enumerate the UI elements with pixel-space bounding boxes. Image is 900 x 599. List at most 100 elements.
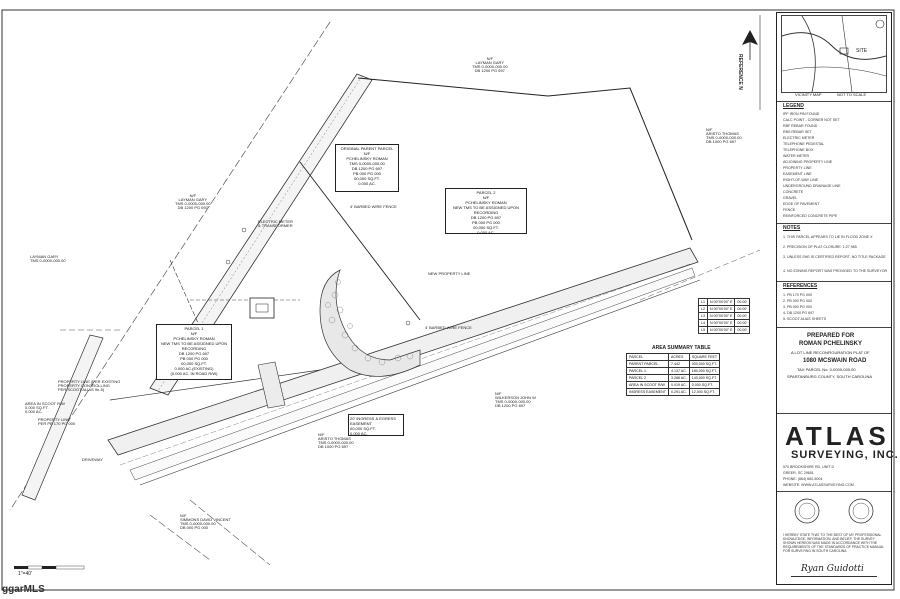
- area-summary-table: PARCEL ACRES SQUARE FEET PARENT PARCEL 7…: [626, 353, 721, 396]
- legend-item: GRAVEL: [783, 196, 798, 200]
- table-cell: N 00°00'00" E: [706, 326, 736, 334]
- adjoiner-layman-gary-mid: N/F LAYMAN GARY TMS 0-0000-000.00 DB 120…: [175, 193, 211, 210]
- table-header: SQUARE FEET: [688, 353, 721, 361]
- table-cell: 3.286 AC.: [667, 374, 690, 382]
- parcel-2-box: PARCEL 2 N/F PCHELINSKY ROMAN NEW TMS TO…: [445, 188, 527, 235]
- table-cell: 12,000 SQ.FT.: [688, 388, 721, 396]
- company-city: GREER, SC 29651: [783, 471, 814, 475]
- table-cell: N 00°00'00" E: [706, 305, 736, 313]
- legend-item: TELEPHONE PEDESTAL: [783, 142, 825, 146]
- driveway-label: DRIVEWAY: [82, 457, 103, 462]
- reference-item: 5. SCOOT ALIAS SHEETS: [783, 317, 827, 321]
- surveyor-signature: Ryan Guidotti: [801, 564, 864, 574]
- table-cell: N 00°00'00" E: [706, 319, 736, 327]
- vicinity-map-title: VICINITY MAP: [795, 92, 822, 97]
- notes-title: NOTES: [783, 225, 801, 231]
- table-cell: 4.137 AC.: [667, 367, 690, 375]
- note-item: 3. UNLESS SHE IS CERTIFIED REPORT, NO TI…: [783, 255, 886, 259]
- legend-item: EASEMENT LINE: [783, 172, 812, 176]
- table-cell: 00.00': [734, 319, 751, 327]
- barbed-fence-label-2: 4' BARBED WIRE FENCE: [425, 325, 472, 330]
- table-cell: N 00°00'00" E: [706, 312, 736, 320]
- company-website: WEBSITE: WWW.ATLASSURVEYING.COM: [783, 483, 854, 487]
- adjoiner-simmons: N/F SIMMONS DAVID VINCENT TMS 0-0000-000…: [180, 513, 231, 530]
- reference-north-label: REFERENCE N: [737, 54, 743, 90]
- adjoiner-wilkerson: N/F WILKERSON JOHN W TMS 0-0000-000.00 D…: [495, 391, 536, 408]
- scale-label: 1"=40': [18, 571, 32, 577]
- electric-meter-label: ELECTRIC METER & TRANSFORMER: [258, 219, 293, 228]
- table-cell: L3: [698, 312, 708, 320]
- legend-item: ADJOINING PROPERTY LINE: [783, 160, 833, 164]
- vicinity-map: SITE: [781, 15, 887, 93]
- legend-item: CONCRETE: [783, 190, 804, 194]
- legend-item: RBS REBAR SET: [783, 130, 812, 134]
- tax-parcel: TAX PARCEL No. 0-0000-000.00: [797, 367, 856, 372]
- legend-item: TELEPHONE BOX: [783, 148, 814, 152]
- ingress-easement-box: 20' INGRESS & EGRESS EASEMENT 00,000 SQ.…: [348, 414, 404, 436]
- legend-item: PROPERTY LINE: [783, 166, 812, 170]
- legend-item: RIGHT-OF-WAY LINE: [783, 178, 819, 182]
- table-row: PARCEL 2 3.286 AC. 143,000 SQ.FT.: [626, 374, 721, 382]
- table-cell: 180,000 SQ.FT.: [688, 367, 721, 375]
- new-property-line-label: NEW PROPERTY LINE: [428, 271, 471, 276]
- note-item: 2. PRECISION OF PLAT CLOSURE: 1:27,965: [783, 245, 857, 249]
- legend-item: WATER METER: [783, 154, 810, 158]
- legend-item: IPF IRON PIN FOUND: [783, 112, 820, 116]
- table-cell: 0.019 AC.: [667, 381, 690, 389]
- county: SPARTANBURG COUNTY, SOUTH CAROLINA: [787, 374, 873, 379]
- legend-title: LEGEND: [783, 103, 804, 109]
- plat-type: A LOT LINE RECONFIGURATION PLAT OF: [791, 350, 870, 355]
- company-address: 570 BROOKSHIRE RD, UNIT D: [783, 465, 835, 469]
- table-cell: 7.442: [667, 360, 690, 368]
- table-cell: PARENT PARCEL: [626, 360, 669, 368]
- legend-item: EDGE OF PAVEMENT: [783, 202, 820, 206]
- adjoiner-layman-gary-left: LAYMAN GARY TMS 0-0000-000.00: [30, 254, 66, 263]
- table-cell: L1: [698, 298, 708, 306]
- table-header-row: PARCEL ACRES SQUARE FEET: [626, 353, 721, 361]
- table-cell: 0.291 AC.: [667, 388, 690, 396]
- table-row: AREA IN SCOOT R/W 0.019 AC. 0,000 SQ.FT.: [626, 381, 721, 389]
- note-item: 4. NO ZONING REPORT WAS PROVIDED TO THE …: [783, 269, 888, 273]
- table-header: ACRES: [667, 353, 690, 361]
- area-in-road-label: AREA IN SCOOT R/W 0,000 SQ.FT. 0.000 AC.: [25, 401, 65, 414]
- company-logo: ATLAS: [785, 421, 890, 451]
- legend-item: FENCE: [783, 208, 796, 212]
- table-cell: 0,000 SQ.FT.: [688, 381, 721, 389]
- legend-item: CALC POINT - CORNER NOT SET: [783, 118, 840, 122]
- legend-item: REINFORCED CONCRETE PIPE: [783, 214, 838, 218]
- reference-item: 3. PB 000 PG 000: [783, 305, 812, 309]
- table-cell: 00.00': [734, 298, 751, 306]
- reference-item: 1. PB 170 PG 000: [783, 293, 812, 297]
- adjoiner-aristo-thomas-bottom: N/F ARISTO THOMAS TMS 0-0000-000.00 DB 1…: [318, 432, 354, 449]
- company-phone: PHONE: (864) 660-5004: [783, 477, 823, 481]
- seal-icons: [794, 498, 874, 524]
- property-line-label: PROPERTY LINE PER PB 170 PG 000: [38, 417, 76, 426]
- legend-item: ELECTRIC METER: [783, 136, 815, 140]
- table-cell: AREA IN SCOOT R/W: [626, 381, 669, 389]
- parcel-1-box: PARCEL 1 N/F PCHELINSKY ROMAN NEW TMS TO…: [156, 324, 232, 380]
- table-cell: 00.00': [734, 305, 751, 313]
- table-row: INGRESS EASEMENT 0.291 AC. 12,000 SQ.FT.: [626, 388, 721, 396]
- barbed-fence-label-1: 4' BARBED WIRE FENCE: [350, 204, 397, 209]
- table-cell: PARCEL 2: [626, 374, 669, 382]
- adjoiner-aristo-thomas-top: N/F ARISTO THOMAS TMS 0-0000-000.00 DB 1…: [706, 127, 742, 144]
- vicinity-map-scale: NOT TO SCALE: [837, 92, 867, 97]
- watermark-logo: ggarMLS: [2, 584, 45, 595]
- note-item: 1. THIS PARCEL APPEARS TO LIE IN FLOOD Z…: [783, 235, 873, 239]
- area-summary-title: AREA SUMMARY TABLE: [652, 345, 711, 351]
- title-block: SITE VICINITY MAP NOT TO SCALE LEGEND IP…: [776, 12, 898, 585]
- table-cell: 143,000 SQ.FT.: [688, 374, 721, 382]
- property-address: 1080 MCSWAIN ROAD: [803, 358, 867, 364]
- prepared-for: PREPARED FOR: [807, 333, 855, 339]
- adjoiner-layman-gary-top: N/F LAYMAN GARY TMS 0-0000-000.00 DB 120…: [472, 56, 508, 73]
- table-cell: 00.00': [734, 312, 751, 320]
- legend-item: RBF REBAR FOUND: [783, 124, 818, 128]
- table-cell: INGRESS EASEMENT: [626, 388, 669, 396]
- legend-item: UNDERGROUND DRAINAGE LINE: [783, 184, 841, 188]
